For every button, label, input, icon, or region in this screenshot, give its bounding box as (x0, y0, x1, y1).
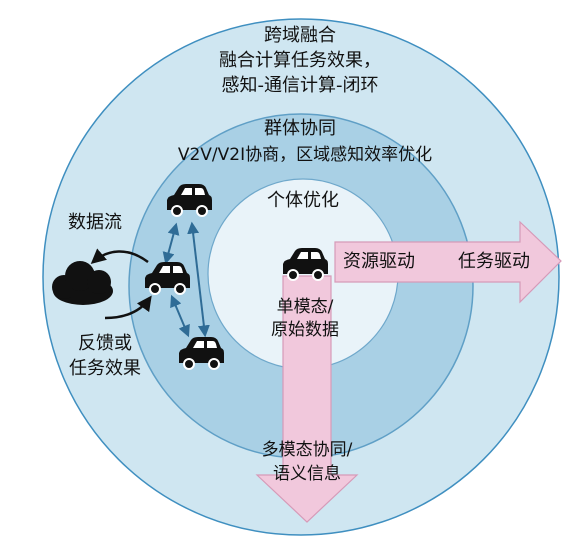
inner-circle-label-line2: 原始数据 (271, 320, 339, 340)
outer-ring-line3: 感知-通信计算-闭环 (221, 75, 379, 96)
link-top-bottom (187, 221, 210, 338)
data-flow-arrow (90, 248, 149, 264)
right-arrow-label-right: 任务驱动 (458, 251, 530, 272)
link-left-bottom (170, 294, 190, 338)
right-arrow-label-left: 资源驱动 (343, 251, 415, 272)
right-arrow (334, 220, 562, 304)
feedback-arrow (104, 295, 152, 320)
down-arrow (255, 275, 359, 523)
feedback-label-line1: 反馈或 (78, 333, 132, 354)
cloud-icon (52, 261, 113, 305)
down-arrow-line1: 多模态协同/ (261, 440, 353, 460)
data-flow-label: 数据流 (68, 212, 122, 233)
link-top-left (162, 222, 180, 265)
outer-ring-line2: 融合计算任务效果， (219, 50, 381, 71)
inner-circle-title: 个体优化 (267, 190, 339, 211)
outer-ring-title: 跨域融合 (264, 25, 336, 46)
v2v-links (162, 221, 210, 338)
middle-ring-subtitle: V2V/V2I协商，区域感知效率优化 (177, 145, 433, 165)
inner-circle-label-line1: 单模态/ (276, 297, 334, 317)
middle-ring-title: 群体协同 (264, 118, 336, 139)
down-arrow-line2: 语义信息 (273, 464, 341, 484)
feedback-label-line2: 任务效果 (69, 358, 141, 379)
